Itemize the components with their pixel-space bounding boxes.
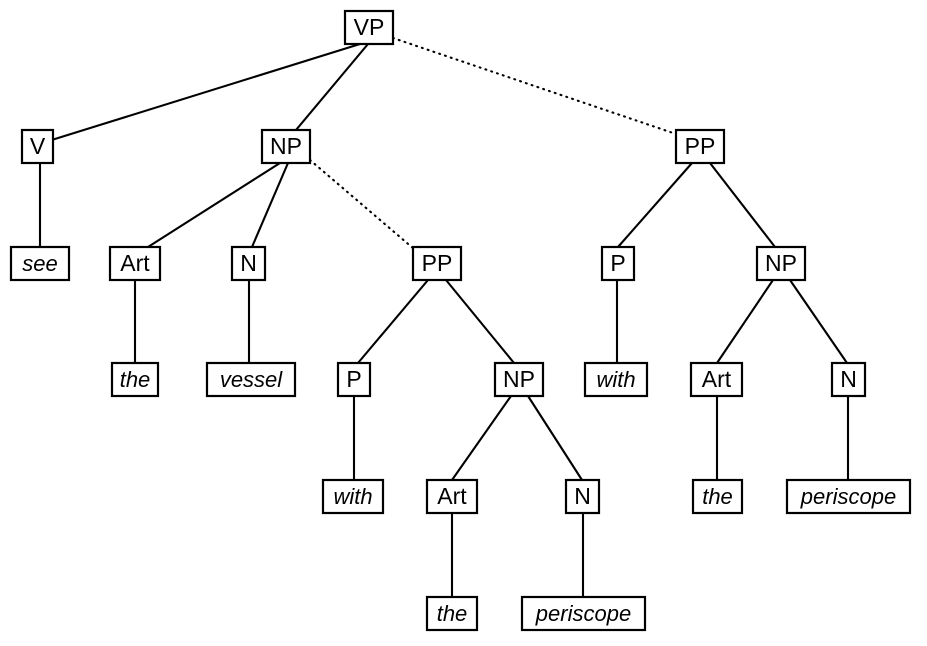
tree-edge-np1-to-art1 — [147, 162, 281, 248]
node-label-the_mid: the — [437, 601, 468, 626]
node-label-p_mid: P — [346, 366, 361, 392]
tree-edge-np_right-to-n_right — [789, 279, 848, 364]
node-box-the1 — [110, 361, 160, 398]
node-box-peri_mid — [520, 595, 647, 632]
node-box-with_mid — [321, 478, 385, 515]
tree-leaf-with_mid[interactable]: with — [321, 478, 385, 515]
node-box-see — [9, 245, 71, 282]
node-label-with_right: with — [596, 367, 635, 392]
tree-node-v[interactable]: V — [20, 128, 55, 165]
node-box-n1 — [230, 245, 267, 282]
node-box-art1 — [108, 245, 162, 282]
tree-leaf-the_right[interactable]: the — [691, 478, 744, 515]
node-box-pp_mid — [411, 245, 463, 282]
tree-leaf-peri_right[interactable]: periscope — [785, 478, 912, 515]
node-box-n_right — [830, 361, 867, 398]
node-box-np1 — [260, 128, 312, 165]
node-box-art_mid — [425, 478, 479, 515]
tree-leaf-the1[interactable]: the — [110, 361, 160, 398]
tree-edge-np_mid-to-n_mid — [527, 395, 583, 481]
tree-node-np1[interactable]: NP — [260, 128, 312, 165]
tree-edge-vp-to-pp_right — [391, 36, 678, 136]
tree-node-pp_mid[interactable]: PP — [411, 245, 463, 282]
node-label-art_mid: Art — [437, 483, 467, 509]
node-box-np_right — [755, 245, 807, 282]
node-box-with_right — [583, 361, 649, 398]
tree-node-art_right[interactable]: Art — [689, 361, 744, 398]
node-label-n_mid: N — [574, 483, 591, 509]
node-label-vessel: vessel — [220, 367, 283, 392]
tree-edge-np_mid-to-art_mid — [451, 395, 512, 481]
node-label-pp_mid: PP — [422, 250, 453, 276]
node-label-np_mid: NP — [503, 366, 535, 392]
node-label-see: see — [22, 251, 57, 276]
tree-leaf-the_mid[interactable]: the — [425, 595, 479, 632]
node-label-art1: Art — [120, 250, 150, 276]
node-label-v: V — [30, 133, 46, 159]
tree-edge-pp_right-to-np_right — [709, 162, 776, 248]
node-box-vessel — [205, 361, 297, 398]
tree-edge-np1-to-n1 — [251, 162, 289, 248]
node-label-n_right: N — [840, 366, 857, 392]
tree-node-p_mid[interactable]: P — [336, 361, 372, 398]
node-label-np_right: NP — [765, 250, 797, 276]
node-box-peri_right — [785, 478, 912, 515]
tree-leaf-with_right[interactable]: with — [583, 361, 649, 398]
tree-node-np_mid[interactable]: NP — [493, 361, 545, 398]
node-label-with_mid: with — [333, 484, 372, 509]
tree-edge-np_right-to-art_right — [716, 279, 774, 364]
tree-edge-vp-to-v — [41, 42, 361, 145]
node-label-vp: VP — [354, 14, 385, 40]
tree-node-n_right[interactable]: N — [830, 361, 867, 398]
tree-leaf-see[interactable]: see — [9, 245, 71, 282]
node-box-p_mid — [336, 361, 372, 398]
node-box-art_right — [689, 361, 744, 398]
tree-node-art_mid[interactable]: Art — [425, 478, 479, 515]
node-box-np_mid — [493, 361, 545, 398]
tree-node-np_right[interactable]: NP — [755, 245, 807, 282]
node-label-art_right: Art — [702, 366, 732, 392]
node-label-np1: NP — [270, 133, 302, 159]
node-box-v — [20, 128, 55, 165]
node-box-vp — [343, 9, 395, 46]
node-label-peri_right: periscope — [800, 484, 896, 509]
edge-layer — [38, 36, 850, 597]
tree-edge-pp_mid-to-np_mid — [445, 279, 515, 364]
node-label-n1: N — [240, 250, 257, 276]
tree-edge-np1-to-pp_mid — [308, 158, 416, 251]
node-label-pp_right: PP — [685, 133, 716, 159]
node-box-n_mid — [564, 478, 601, 515]
tree-leaf-peri_mid[interactable]: periscope — [520, 595, 647, 632]
node-label-peri_mid: periscope — [535, 601, 631, 626]
tree-node-n_mid[interactable]: N — [564, 478, 601, 515]
tree-node-art1[interactable]: Art — [108, 245, 162, 282]
tree-node-pp_right[interactable]: PP — [674, 128, 726, 165]
node-box-the_right — [691, 478, 744, 515]
node-box-p_right — [600, 245, 636, 282]
tree-edge-vp-to-np1 — [295, 43, 369, 131]
node-label-p_right: P — [610, 250, 625, 276]
tree-node-vp[interactable]: VP — [343, 9, 395, 46]
node-box-the_mid — [425, 595, 479, 632]
tree-node-p_right[interactable]: P — [600, 245, 636, 282]
node-box-pp_right — [674, 128, 726, 165]
node-label-the_right: the — [702, 484, 733, 509]
tree-leaf-vessel[interactable]: vessel — [205, 361, 297, 398]
tree-edge-pp_right-to-p_right — [617, 162, 693, 248]
tree-edge-pp_mid-to-p_mid — [357, 279, 429, 364]
node-label-the1: the — [120, 367, 151, 392]
tree-node-n1[interactable]: N — [230, 245, 267, 282]
